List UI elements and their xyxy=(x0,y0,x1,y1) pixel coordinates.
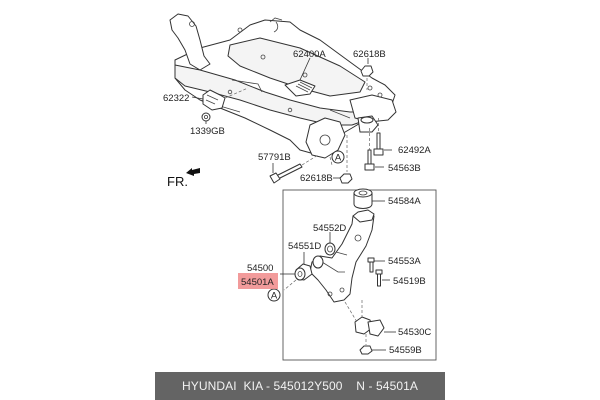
callout-a-top: A xyxy=(331,150,345,164)
label-54559B[interactable]: 54559B xyxy=(389,345,422,356)
part-54501A-bushing xyxy=(280,252,313,291)
label-54519B[interactable]: 54519B xyxy=(393,276,426,287)
label-54553A[interactable]: 54553A xyxy=(388,256,421,267)
leader-lines-top xyxy=(191,57,392,179)
label-54563B[interactable]: 54563B xyxy=(388,163,421,174)
label-54584A[interactable]: 54584A xyxy=(388,196,421,207)
label-62400A[interactable]: 62400A xyxy=(293,49,326,60)
part-54530C-ball-joint xyxy=(344,300,396,337)
part-62322-bracket xyxy=(202,87,249,111)
label-54500[interactable]: 54500 xyxy=(247,263,273,274)
part-57791B-bolt xyxy=(269,154,319,184)
label-57791B[interactable]: 57791B xyxy=(258,152,291,163)
part-54584A-bushing xyxy=(353,188,385,209)
part-54552D-bushing xyxy=(324,232,336,256)
part-1339GB-nut xyxy=(201,112,211,122)
part-62618B-top-nut xyxy=(360,65,374,90)
label-54501A[interactable]: 54501A xyxy=(241,277,274,288)
label-62618B-top[interactable]: 62618B xyxy=(353,49,386,60)
label-54530C[interactable]: 54530C xyxy=(398,327,431,338)
label-54551D[interactable]: 54551D xyxy=(288,241,321,252)
part-lower-control-arm xyxy=(309,209,375,303)
highlight-54501A xyxy=(238,273,278,289)
front-arrow-icon xyxy=(186,168,200,176)
part-54559B-nut xyxy=(359,334,386,355)
label-62618B-bottom[interactable]: 62618B xyxy=(300,173,333,184)
label-62322[interactable]: 62322 xyxy=(163,93,189,104)
part-54553A-bolt xyxy=(367,257,385,273)
part-54519B-bolt xyxy=(375,269,390,287)
svg-text:A: A xyxy=(335,153,342,164)
label-54552D[interactable]: 54552D xyxy=(313,223,346,234)
label-1339GB[interactable]: 1339GB xyxy=(190,126,225,137)
svg-text:A: A xyxy=(271,291,278,302)
part-54563B-bolt xyxy=(364,128,375,171)
front-direction-indicator: FR. xyxy=(167,168,200,189)
callout-a-bottom: A xyxy=(267,288,281,302)
part-number-footer: HYUNDAI KIA - 545012Y500 N - 54501A xyxy=(155,372,445,400)
footer-text: HYUNDAI KIA - 545012Y500 N - 54501A xyxy=(181,379,419,393)
label-62492A[interactable]: 62492A xyxy=(398,145,431,156)
svg-text:FR.: FR. xyxy=(167,174,188,189)
subframe-crossmember xyxy=(169,13,397,159)
part-62492A-bolt xyxy=(373,118,384,156)
